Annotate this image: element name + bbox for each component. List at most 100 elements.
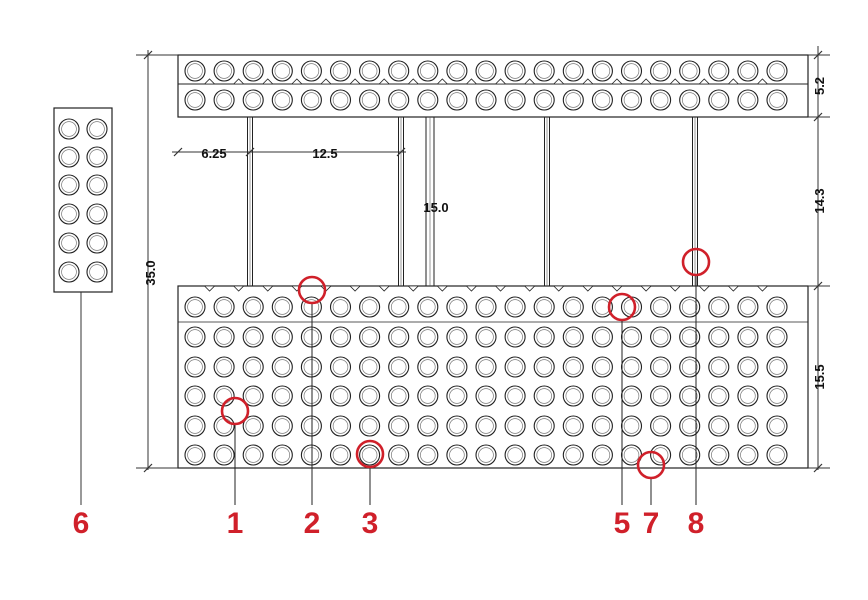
block-hole <box>650 60 672 82</box>
block-hole-inner <box>361 63 378 79</box>
block-hole-inner <box>61 264 77 280</box>
block-hole-inner <box>565 388 582 404</box>
block-hole-inner <box>681 92 698 108</box>
block-hole <box>650 415 672 437</box>
block-hole-inner <box>594 359 611 375</box>
block-hole-inner <box>420 388 436 404</box>
block-hole-inner <box>536 388 552 404</box>
block-hole <box>475 89 497 111</box>
block-hole-inner <box>652 92 669 108</box>
block-hole <box>679 415 701 437</box>
block-hole-inner <box>187 418 203 434</box>
block-hole-inner <box>61 177 77 193</box>
block-hole-inner <box>594 329 611 345</box>
block-hole-inner <box>536 299 552 315</box>
block-hole <box>679 385 701 407</box>
block-hole-inner <box>711 388 727 404</box>
block-hole-inner <box>332 329 349 345</box>
callout-circle-7 <box>636 450 666 480</box>
block-hole <box>737 385 759 407</box>
block-nub <box>610 78 623 85</box>
block-hole <box>417 444 439 466</box>
block-hole-inner <box>536 92 552 108</box>
block-hole <box>271 385 293 407</box>
block-hole <box>184 444 206 466</box>
block-hole <box>242 415 264 437</box>
block-hole <box>359 296 381 318</box>
block-hole <box>184 60 206 82</box>
block-hole-inner <box>303 329 320 345</box>
block-hole <box>388 444 410 466</box>
block-hole-inner <box>681 63 698 79</box>
block-hole-inner <box>449 418 465 434</box>
block-hole <box>329 296 352 318</box>
block-hole-inner <box>740 92 756 108</box>
block-hole <box>504 89 526 111</box>
callout-8: 8 <box>688 507 705 540</box>
block-hole <box>446 89 468 111</box>
block-hole-inner <box>187 63 203 79</box>
block-hole <box>359 415 381 437</box>
block-hole <box>300 296 322 318</box>
block-nub <box>232 78 245 85</box>
block-hole-inner <box>740 388 756 404</box>
block-hole <box>388 356 410 378</box>
block-hole-inner <box>332 63 349 79</box>
block-hole <box>300 60 322 82</box>
block-hole-inner <box>594 388 611 404</box>
block-hole <box>359 444 381 466</box>
side-block <box>53 107 113 293</box>
callout-1: 1 <box>227 507 244 540</box>
block-hole-inner <box>565 359 582 375</box>
block-hole <box>446 385 468 407</box>
block-hole <box>708 60 730 82</box>
block-hole-inner <box>332 359 349 375</box>
block-hole <box>184 356 206 378</box>
block-nub <box>378 78 391 85</box>
block-hole-inner <box>507 418 523 434</box>
top-block-outline <box>177 54 809 118</box>
block-hole-inner <box>449 447 465 463</box>
block-hole <box>184 326 206 348</box>
block-hole-inner <box>594 92 611 108</box>
block-hole-inner <box>89 121 105 137</box>
block-hole-inner <box>652 359 669 375</box>
block-hole <box>620 385 643 407</box>
block-hole-inner <box>245 92 261 108</box>
block-nub <box>581 285 594 292</box>
block-hole-inner <box>361 299 378 315</box>
block-hole <box>417 326 439 348</box>
block-hole <box>620 89 643 111</box>
block-hole-inner <box>740 63 756 79</box>
block-hole <box>475 356 497 378</box>
block-hole <box>184 415 206 437</box>
block-hole <box>388 385 410 407</box>
block-nub <box>349 285 362 292</box>
block-hole-inner <box>449 329 465 345</box>
block-hole <box>766 89 788 111</box>
block-hole <box>679 444 701 466</box>
block-hole-inner <box>740 299 756 315</box>
block-hole <box>242 385 264 407</box>
block-hole-inner <box>623 388 640 404</box>
block-hole <box>708 356 730 378</box>
block-hole-inner <box>274 329 291 345</box>
dim-post-spacing: 12.5 <box>312 146 337 161</box>
block-hole <box>504 326 526 348</box>
block-hole-inner <box>507 447 523 463</box>
block-hole-inner <box>303 418 320 434</box>
block-hole <box>329 326 352 348</box>
block-hole-inner <box>507 63 523 79</box>
block-hole-inner <box>274 299 291 315</box>
block-hole <box>475 415 497 437</box>
block-hole <box>213 60 235 82</box>
block-hole-inner <box>478 447 494 463</box>
block-hole <box>591 89 613 111</box>
dim-tick <box>173 147 183 157</box>
block-hole <box>650 326 672 348</box>
block-hole-inner <box>361 329 378 345</box>
block-hole <box>446 60 468 82</box>
block-hole-inner <box>332 92 349 108</box>
block-nub <box>581 78 594 85</box>
block-nub <box>756 285 769 292</box>
